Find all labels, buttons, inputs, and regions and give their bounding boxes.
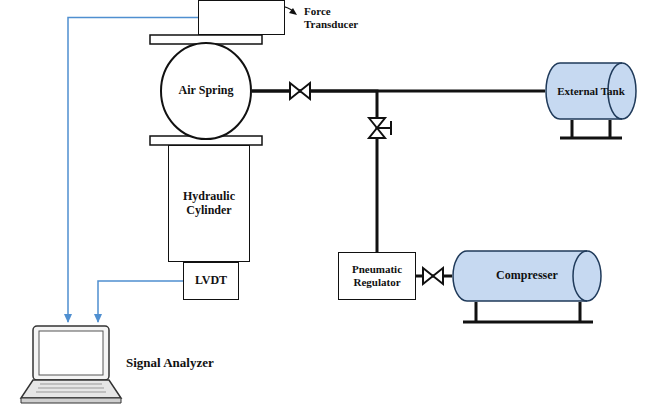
node-content: Signal Analyzer [20, 322, 235, 408]
node-content: Compresser [452, 250, 602, 302]
force-transducer: Force Transducer [198, 0, 285, 35]
node-content: Force Transducer [199, 1, 284, 34]
spring-bulb [161, 43, 251, 139]
compressor-stand [463, 302, 593, 322]
node-label: LVDT [191, 274, 231, 288]
external-tank: External Tank [545, 62, 637, 120]
hydraulic-cylinder: Hydraulic Cylinder [168, 145, 250, 262]
node-content: External Tank [545, 62, 637, 120]
node-label: Signal Analyzer [126, 356, 214, 371]
laptop-display [39, 331, 103, 375]
node-label: Force Transducer [304, 5, 382, 30]
node-content: Air Spring [160, 42, 252, 140]
node-content: LVDT [184, 263, 238, 299]
node-label: Air Spring [175, 84, 238, 98]
valve-handle [377, 121, 391, 135]
air-pipe [252, 91, 377, 252]
signal-line [98, 281, 183, 322]
node-content: Hydraulic Cylinder [169, 146, 249, 261]
node-label: External Tank [553, 85, 629, 98]
tank-end [573, 251, 587, 301]
signal-analyzer: Signal Analyzer [20, 322, 235, 408]
laptop-edge [21, 398, 121, 403]
node-label: Pneumatic Regulator [339, 263, 415, 288]
node-label: Hydraulic Cylinder [169, 190, 249, 218]
laptop-keys [36, 384, 106, 392]
pneumatic-regulator: Pneumatic Regulator [338, 252, 416, 300]
laptop-screen [33, 326, 109, 380]
node-content: Pneumatic Regulator [339, 253, 415, 299]
laptop-base [21, 380, 121, 398]
valve-symbol [423, 268, 443, 284]
tank-body [546, 63, 636, 119]
leader-head [289, 8, 297, 15]
node-label: Compresser [492, 269, 562, 283]
compressor-tank: Compresser [452, 250, 602, 302]
tank-body [453, 251, 601, 301]
valve-symbol [290, 83, 310, 99]
lvdt-box: LVDT [183, 262, 239, 300]
tank-stand [560, 120, 622, 138]
air-spring: Air Spring [160, 42, 252, 140]
